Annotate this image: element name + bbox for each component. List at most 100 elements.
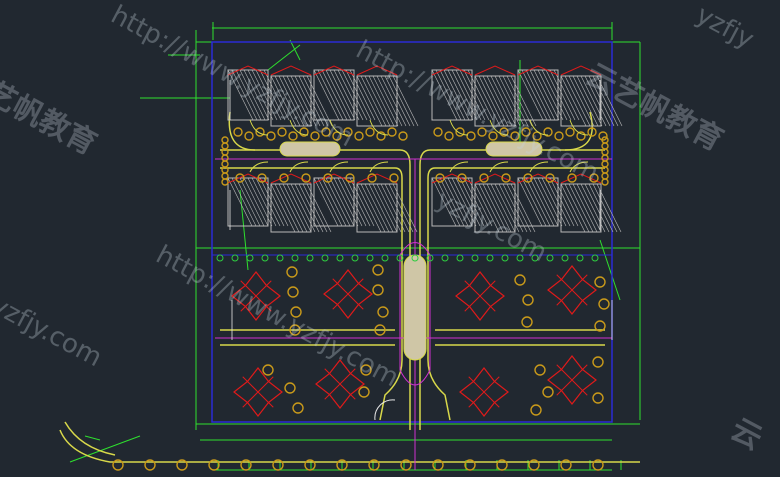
villa-ridge [324, 368, 341, 385]
roof-hatch [317, 177, 343, 227]
roof-hatch [537, 177, 563, 227]
roof-hatch [227, 177, 253, 227]
tree [286, 266, 298, 278]
roof-hatch [521, 69, 548, 121]
roof-hatch [467, 69, 494, 121]
villa-ridge [339, 383, 356, 400]
roof-hatch [549, 177, 575, 227]
villa-ridge [571, 379, 588, 396]
roof-hatch [294, 183, 320, 233]
roof-hatch [364, 75, 391, 127]
tree [221, 136, 229, 144]
roof-hatch [274, 183, 300, 233]
roof-hatch [564, 75, 591, 127]
roof-hatch [243, 177, 269, 227]
roof-hatch [592, 75, 619, 127]
villa-ridge [255, 280, 272, 297]
villa-roof-outline [315, 359, 365, 409]
villa-ridge [571, 289, 588, 306]
driveway [289, 119, 309, 136]
villa-ridge [242, 391, 259, 408]
roof-hatch [478, 183, 504, 233]
roof-hatch [349, 177, 375, 227]
tree [279, 173, 289, 183]
hedge-shrub [591, 254, 599, 262]
roof-hatch [494, 75, 521, 127]
terrace-roof-red [474, 173, 516, 184]
terrace-north-right-3 [560, 75, 623, 127]
roof-hatch [549, 69, 576, 121]
roof-hatch [270, 183, 296, 233]
hedge-shrub [291, 254, 299, 262]
roof-hatch [282, 183, 308, 233]
villa-ridge [257, 376, 274, 393]
tree [543, 127, 553, 137]
tree [289, 324, 301, 336]
roof-hatch [380, 183, 406, 233]
tree [601, 154, 609, 162]
tree [221, 154, 229, 162]
roof-hatch [439, 177, 465, 227]
villa-ridge [257, 391, 274, 408]
terrace-roof-red [270, 173, 312, 184]
terrace-north-left-3 [356, 75, 419, 127]
terrace-roof-red [560, 65, 602, 76]
roof-hatch [502, 183, 528, 233]
hedge-shrub [366, 254, 374, 262]
driveway [569, 119, 589, 136]
villa-ridge [332, 293, 349, 310]
roof-hatch [506, 183, 532, 233]
roof-hatch [274, 75, 301, 127]
villa-ridge [479, 295, 496, 312]
hedge-shrub [396, 254, 404, 262]
leader-line [267, 44, 301, 71]
site-boundary [211, 41, 613, 423]
roof-hatch [494, 183, 520, 233]
villa-ridge [479, 280, 496, 297]
roof-hatch [467, 177, 493, 227]
roof-hatch [356, 183, 382, 233]
tree-bottom-row [496, 459, 508, 471]
roof-hatch [560, 183, 586, 233]
tree [522, 294, 534, 306]
tree [598, 298, 610, 310]
tree [372, 264, 384, 276]
roof-hatch [431, 177, 457, 227]
hedge-shrub [276, 254, 284, 262]
roof-hatch [517, 69, 544, 121]
hedge-shrub [306, 254, 314, 262]
villa-ridge [464, 295, 481, 312]
leader-line [84, 435, 101, 441]
roof-hatch [506, 75, 533, 127]
hedge-shrub [336, 254, 344, 262]
driveway [449, 119, 469, 136]
villa-1 [323, 269, 373, 319]
tree [299, 127, 309, 137]
roof-hatch [576, 183, 602, 233]
tree [601, 160, 609, 168]
roof-hatch [584, 183, 610, 233]
villa-ridge [339, 368, 356, 385]
tree [266, 131, 276, 141]
roof-hatch [259, 69, 286, 121]
tree [233, 127, 243, 137]
driveway [449, 161, 469, 173]
roof-hatch [580, 75, 607, 127]
roof-hatch [572, 183, 598, 233]
roof-hatch [474, 75, 501, 127]
driveway [329, 119, 349, 136]
tree [372, 284, 384, 296]
tree [499, 127, 509, 137]
roof-hatch [576, 75, 603, 127]
road-inner-right [427, 167, 605, 421]
hedge-shrub [231, 254, 239, 262]
roof-hatch [435, 69, 462, 121]
tree [284, 382, 296, 394]
tree [592, 392, 604, 404]
roof-hatch [263, 69, 290, 121]
tree [501, 173, 511, 183]
hedge-shrub [501, 254, 509, 262]
roof-hatch [255, 69, 282, 121]
roof-hatch [564, 183, 590, 233]
